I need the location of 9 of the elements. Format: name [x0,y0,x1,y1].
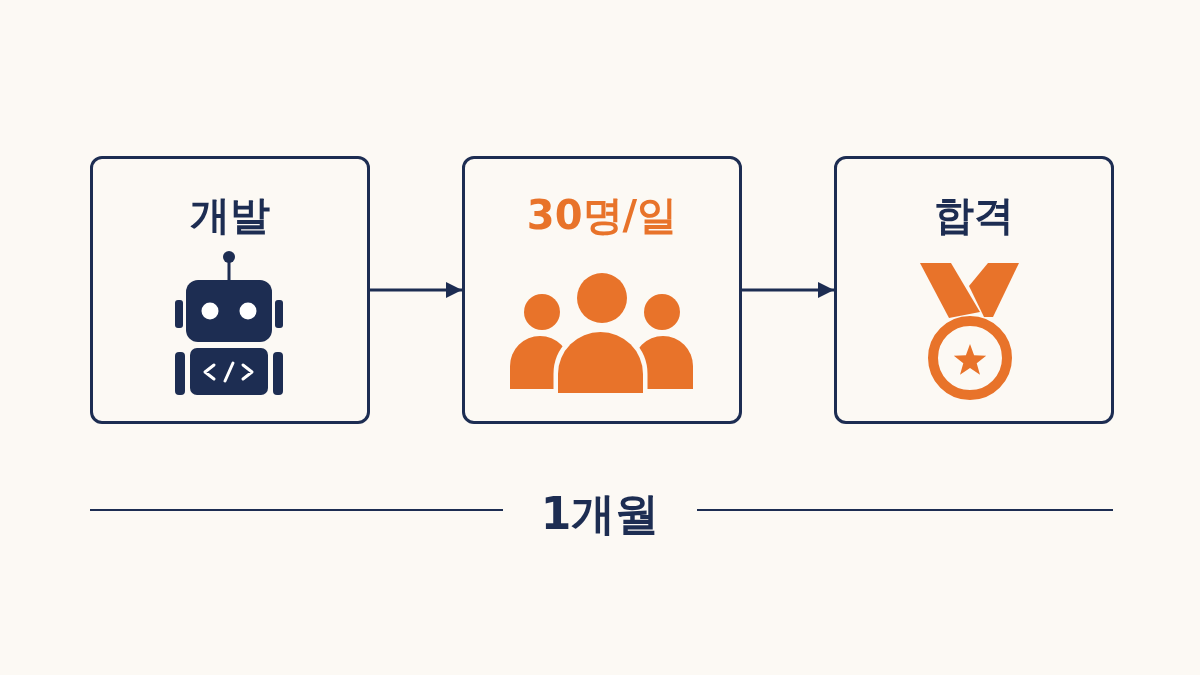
duration-label: 1개월 [540,487,660,541]
arrow [370,282,462,298]
step-title: 30명/일 [526,191,678,239]
process-box [834,156,1114,424]
step-title: 합격 [934,191,1014,239]
process-box [90,156,370,424]
step-title: 개발 [190,191,270,239]
process-box [462,156,742,424]
arrow [742,282,834,298]
